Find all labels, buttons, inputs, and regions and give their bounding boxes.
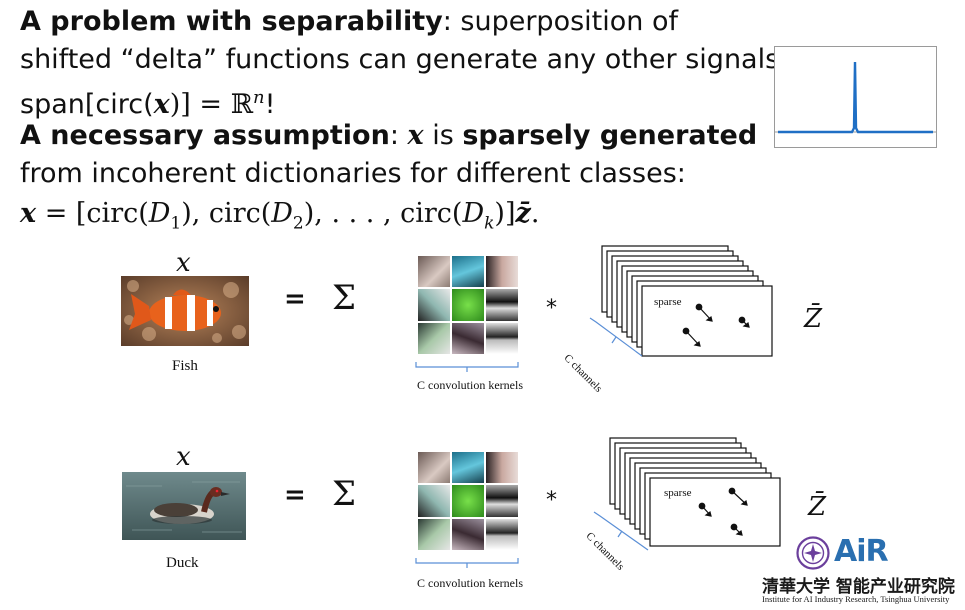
math-segment: )] = ℝ — [169, 89, 254, 120]
text-segment: : — [389, 120, 408, 151]
text-line-2: shifted “delta” functions can generate a… — [20, 44, 788, 76]
row1-sigma: Σ — [332, 278, 357, 318]
kernel — [486, 256, 518, 288]
tsinghua-seal-icon — [796, 536, 830, 570]
text-segment: from incoherent dictionaries for differe… — [20, 158, 686, 189]
math-x: x — [153, 89, 170, 120]
logo-chinese-text: 清華大学 智能产业研究院 — [762, 577, 955, 597]
kernel — [452, 322, 484, 354]
delta-spike-icon — [774, 46, 937, 148]
row1-sparse-stack — [589, 245, 773, 357]
row2-kernel-grid — [418, 452, 518, 550]
kernel — [418, 322, 450, 354]
row1-equals: = — [284, 284, 306, 314]
row1-kernels-caption: C convolution kernels — [417, 378, 523, 392]
row2-z-label: Z̄ — [808, 492, 827, 522]
kernel — [452, 485, 484, 517]
math-zbar: z̄ — [515, 198, 531, 229]
text-segment: span[circ( — [20, 89, 154, 120]
math-x: x — [407, 120, 424, 151]
row1-z-label: Z̄ — [804, 304, 823, 334]
kernel — [418, 289, 450, 321]
math-segment: . — [530, 198, 540, 229]
math-subscript: 2 — [292, 213, 304, 234]
row2-star: * — [546, 488, 557, 513]
kernel — [486, 452, 518, 484]
row1-sparse-label: sparse — [654, 296, 682, 308]
row1-caption: Fish — [172, 358, 198, 374]
heading-separability: A problem with separability — [20, 6, 443, 37]
math-D: D — [271, 198, 293, 229]
row2-sparse-stack — [593, 437, 781, 551]
math-subscript: k — [484, 213, 495, 234]
row2-x-label: x — [176, 442, 191, 472]
emphasis-sparse: sparsely generated — [462, 120, 758, 151]
math-segment: = [circ( — [36, 198, 149, 229]
text-line-4: A necessary assumption: x is sparsely ge… — [20, 120, 757, 152]
kernel — [418, 485, 450, 517]
kernel — [418, 452, 450, 484]
row1-kernel-grid — [418, 256, 518, 354]
math-subscript: 1 — [170, 213, 182, 234]
math-x: x — [20, 198, 37, 229]
text-line-5: from incoherent dictionaries for differe… — [20, 158, 686, 190]
text-line-3: span[circ(x)] = ℝn! — [20, 82, 275, 121]
math-segment: )] — [494, 198, 516, 229]
row2-kernel-bracket — [415, 558, 519, 568]
text-segment: ! — [264, 89, 276, 120]
math-segment: ), . . . , circ( — [303, 198, 463, 229]
math-segment: ), circ( — [181, 198, 272, 229]
math-D: D — [148, 198, 171, 229]
text-segment: is — [423, 120, 463, 151]
fish-image — [121, 276, 249, 346]
kernel — [486, 518, 518, 550]
kernel — [452, 289, 484, 321]
row1-kernel-bracket — [415, 362, 519, 372]
text-line-6: x = [circ(D1), circ(D2), . . . , circ(Dk… — [20, 198, 539, 239]
heading-assumption: A necessary assumption — [20, 120, 390, 151]
duck-image — [122, 472, 246, 540]
row1-x-label: x — [176, 248, 191, 278]
logo-english-text: Institute for AI Industry Research, Tsin… — [762, 594, 950, 604]
text-line-1: A problem with separability: superpositi… — [20, 6, 678, 38]
row2-kernels-caption: C convolution kernels — [417, 576, 523, 590]
text-segment: : superposition of — [442, 6, 678, 37]
kernel — [486, 322, 518, 354]
text-segment: shifted “delta” functions can generate a… — [20, 44, 789, 75]
kernel — [486, 485, 518, 517]
kernel — [418, 256, 450, 288]
air-logo: AiR — [834, 534, 889, 569]
row2-sigma: Σ — [332, 474, 357, 514]
kernel — [486, 289, 518, 321]
row2-equals: = — [284, 480, 306, 510]
math-superscript: n — [253, 87, 265, 108]
kernel — [452, 518, 484, 550]
math-D: D — [462, 198, 485, 229]
kernel — [452, 452, 484, 484]
row2-sparse-label: sparse — [664, 487, 692, 499]
row1-star: * — [546, 296, 557, 321]
kernel — [418, 518, 450, 550]
row2-caption: Duck — [166, 555, 199, 571]
kernel — [452, 256, 484, 288]
